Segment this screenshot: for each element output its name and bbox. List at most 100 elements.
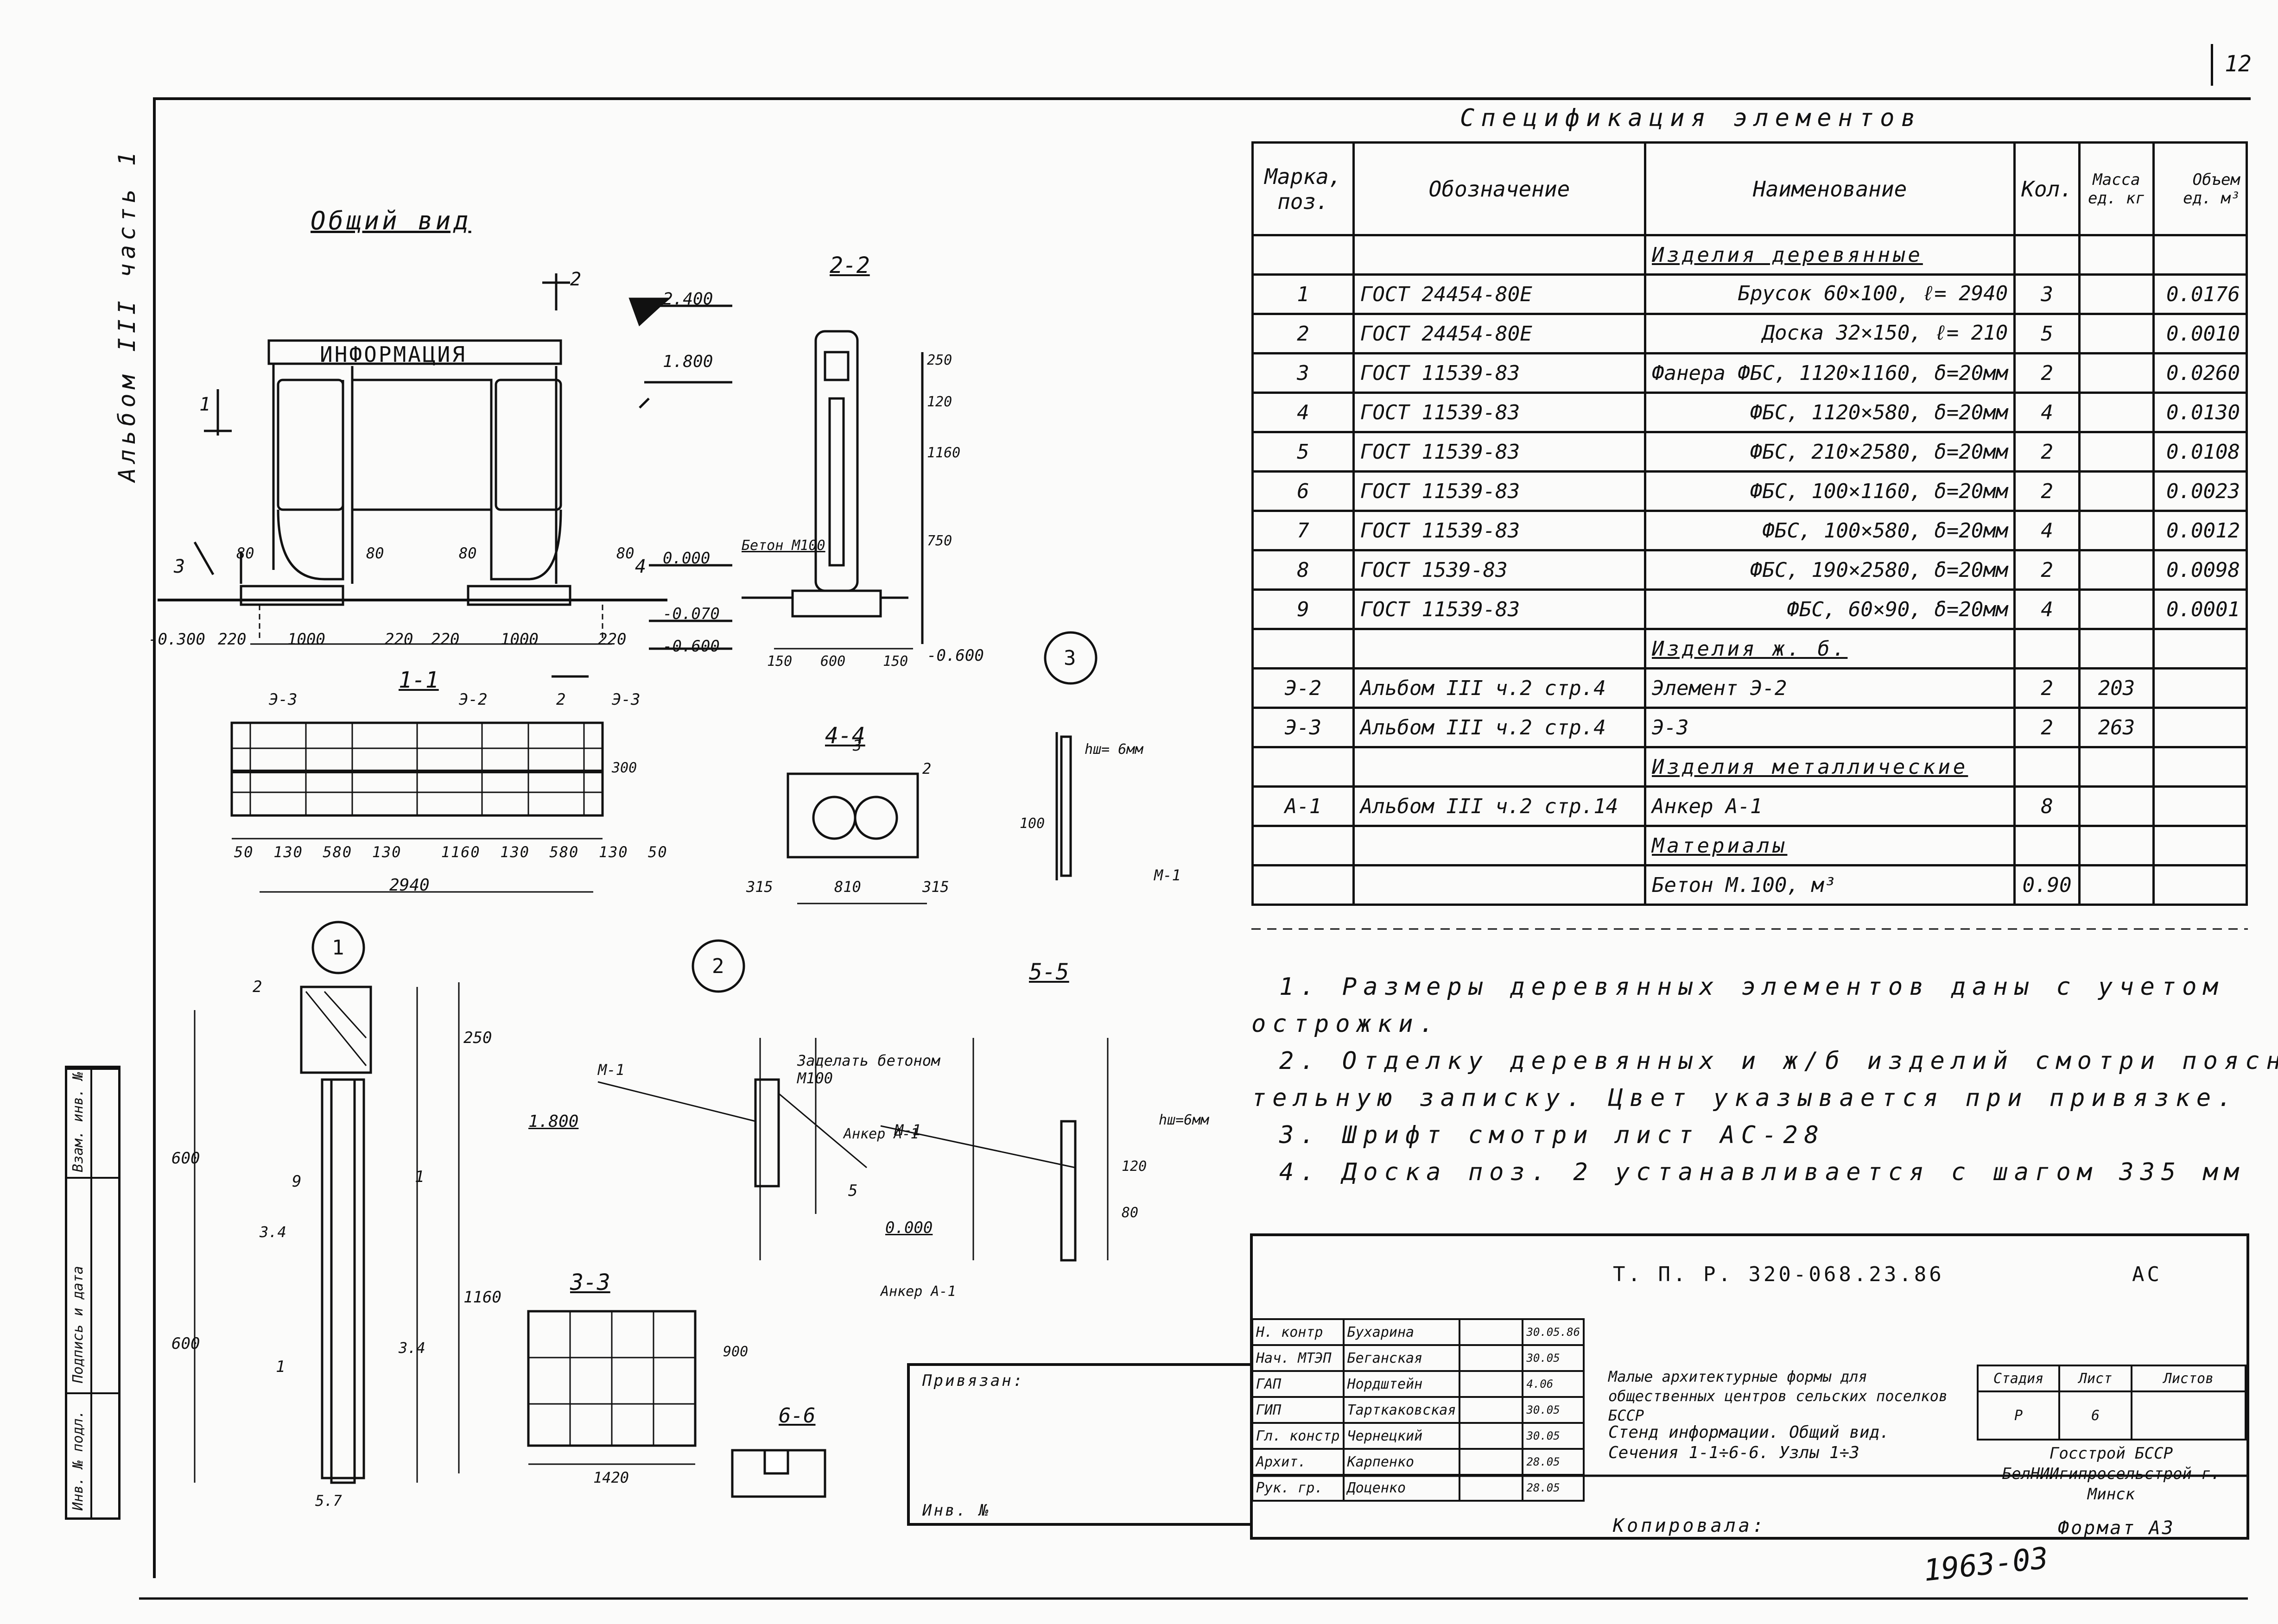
spec-qty: 4	[2013, 588, 2081, 630]
spec-cell	[2152, 825, 2248, 866]
spec-mark: 7	[1251, 510, 1355, 551]
n1-label-34-b: 3.4	[399, 1339, 425, 1357]
n1-label-2: 2	[253, 978, 262, 996]
spec-h-mass: Масса ед. кг	[2078, 141, 2155, 236]
dim-1000-a: 1000	[287, 630, 325, 649]
role-name: Чернецкий	[1342, 1422, 1461, 1450]
s22-dim-1160: 1160	[927, 445, 961, 461]
spec-mass: 263	[2078, 707, 2155, 748]
spec-qty: 0.90	[2013, 864, 2081, 906]
spec-designation: ГОСТ 1539-83	[1352, 549, 1647, 591]
spec-volume: 0.0001	[2152, 588, 2248, 630]
role-signature	[1459, 1370, 1524, 1398]
s11-dim-6: 580	[549, 843, 579, 861]
note-line-6: 4. Доска поз. 2 устанавливается с шагом …	[1279, 1158, 2246, 1186]
spec-mark: 2	[1251, 313, 1355, 354]
s11-dim-0: 50	[234, 843, 254, 861]
s22-dim-120: 120	[927, 394, 952, 410]
spec-qty: 2	[2013, 549, 2081, 591]
spec-h-mark: Марка, поз.	[1251, 141, 1355, 236]
concrete-label: Бетон М100	[742, 537, 825, 554]
n1-label-1: 1	[415, 1168, 425, 1186]
dim-220-a: 220	[218, 630, 247, 649]
sheet-title: Стенд информации. Общий вид. Сечения 1-1…	[1608, 1423, 1890, 1462]
section-3-3-title: 3-3	[570, 1270, 610, 1295]
s11-dim-4: 1160	[441, 843, 481, 861]
spec-cell	[2078, 234, 2155, 276]
spec-cell	[1251, 825, 1355, 866]
spec-header-row: Марка, поз. Обозначение Наименование Кол…	[1251, 141, 2248, 236]
dim-220-c: 220	[431, 630, 460, 649]
page-number: 12	[2225, 51, 2252, 77]
node-3-height: 100	[1020, 815, 1045, 832]
spec-qty: 2	[2013, 667, 2081, 709]
spec-name: Брусок 60×100, ℓ= 2940	[1643, 273, 2016, 315]
document-code: Т. П. Р. 320-068.23.86	[1613, 1263, 1944, 1286]
spec-name: Э-3	[1643, 707, 2016, 748]
s11-dim-2: 580	[323, 843, 353, 861]
s55-weld: hш=6мм	[1159, 1112, 1209, 1128]
spec-name: Бетон М.100, м³	[1643, 864, 2016, 906]
n1-outer-600-a: 600	[171, 1149, 200, 1168]
spec-cell	[2013, 628, 2081, 670]
dim-1000-b: 1000	[501, 630, 539, 649]
spec-mass: 203	[2078, 667, 2155, 709]
spec-cell	[1251, 746, 1355, 788]
n1-label-34-a: 3.4	[260, 1223, 286, 1241]
spec-qty: 4	[2013, 510, 2081, 551]
node-3-number: 3	[1064, 646, 1076, 670]
spec-volume: 0.0023	[2152, 470, 2248, 512]
spec-qty: 2	[2013, 352, 2081, 394]
s11-total: 2940	[389, 876, 430, 895]
spec-designation: ГОСТ 11539-83	[1352, 352, 1647, 394]
s33-dim-1420: 1420	[593, 1469, 629, 1486]
s33-dim-900: 900	[723, 1344, 749, 1360]
role-title: ГИП	[1251, 1396, 1345, 1424]
s11-dims: 50 130 580 130 1160 130 580 130 50	[234, 843, 668, 861]
general-view-title: Общий вид	[311, 206, 471, 235]
mark-4: 4	[635, 556, 647, 577]
node-3-weld: hш= 6мм	[1085, 741, 1143, 758]
spec-mass	[2078, 785, 2155, 827]
dim-220-b: 220	[385, 630, 413, 649]
role-signature	[1459, 1448, 1524, 1476]
role-date: 28.05	[1522, 1474, 1585, 1502]
spec-h-qty: Кол.	[2013, 141, 2081, 236]
spec-cell	[2078, 628, 2155, 670]
spec-cell	[2013, 234, 2081, 276]
spec-cell	[2013, 746, 2081, 788]
node-2-level: 0.000	[885, 1219, 933, 1237]
s22-level: -0.600	[927, 646, 984, 665]
spec-cell	[2013, 825, 2081, 866]
s22-dim-150-a: 150	[767, 653, 793, 670]
n1-label-57: 5.7	[315, 1492, 342, 1510]
spec-mark: 4	[1251, 392, 1355, 433]
sheet-frame	[153, 97, 2251, 1578]
spec-name: Фанера ФБС, 1120×1160, δ=20мм	[1643, 352, 2016, 394]
spec-name: Анкер А-1	[1643, 785, 2016, 827]
sign-text: ИНФОРМАЦИЯ	[320, 342, 467, 367]
dim-80-a: 80	[236, 544, 254, 562]
role-title: ГАП	[1251, 1370, 1345, 1398]
left-stamp: Взам. инв. № Подпись и дата Инв. № подл.	[65, 1066, 121, 1520]
spec-qty: 2	[2013, 431, 2081, 473]
s55-m1: М-1	[895, 1121, 921, 1139]
spec-name: ФБС, 1120×580, δ=20мм	[1643, 392, 2016, 433]
spec-volume	[2152, 785, 2248, 827]
spec-mark: 3	[1251, 352, 1355, 394]
role-signature	[1459, 1422, 1524, 1450]
spec-mark: Э-2	[1251, 667, 1355, 709]
stage-value: Р	[1977, 1390, 2060, 1441]
section-2-2-title: 2-2	[830, 253, 870, 278]
spec-qty: 2	[2013, 470, 2081, 512]
spec-group-title: Изделия металлические	[1643, 746, 2016, 788]
node-2-concrete: Заделать бетоном М100	[797, 1052, 940, 1087]
